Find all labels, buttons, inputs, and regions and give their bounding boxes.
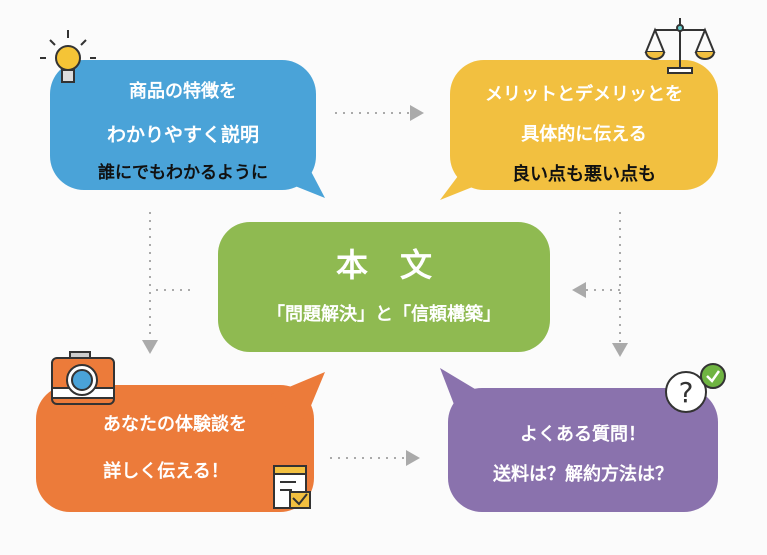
bottom-right-line2: 送料は？解約方法は？ [493,464,673,485]
camera-icon [51,351,115,405]
center-subtitle: 「問題解決」と「信頼構築」 [267,304,501,325]
bubble-purple [440,368,718,512]
svg-text:?: ? [679,376,694,409]
center-box [218,222,550,352]
lightbulb-icon [40,30,96,83]
question-check-icon: ? [665,363,726,413]
top-right-line3: 良い点も悪い点も [512,164,656,185]
bottom-right-line1: よくある質問！ [520,424,646,445]
top-left-line3: 誰にでもわかるように [98,163,268,183]
scale-icon [644,18,716,74]
bubble-yellow [440,60,718,200]
top-left-line1: 商品の特徴を [129,81,237,102]
bubble-orange [36,372,325,512]
top-right-line2: 具体的に伝える [521,124,647,145]
bottom-left-line1: あなたの体験談を [103,414,247,435]
bottom-left-line2: 詳しく伝える！ [103,461,229,482]
bubble-blue [50,60,325,198]
top-right-line1: メリットとデメリッとを [485,84,683,105]
center-title: 本 文 [335,246,432,284]
top-left-line2: わかりやすく説明 [106,124,259,146]
checklist-icon [273,465,311,509]
